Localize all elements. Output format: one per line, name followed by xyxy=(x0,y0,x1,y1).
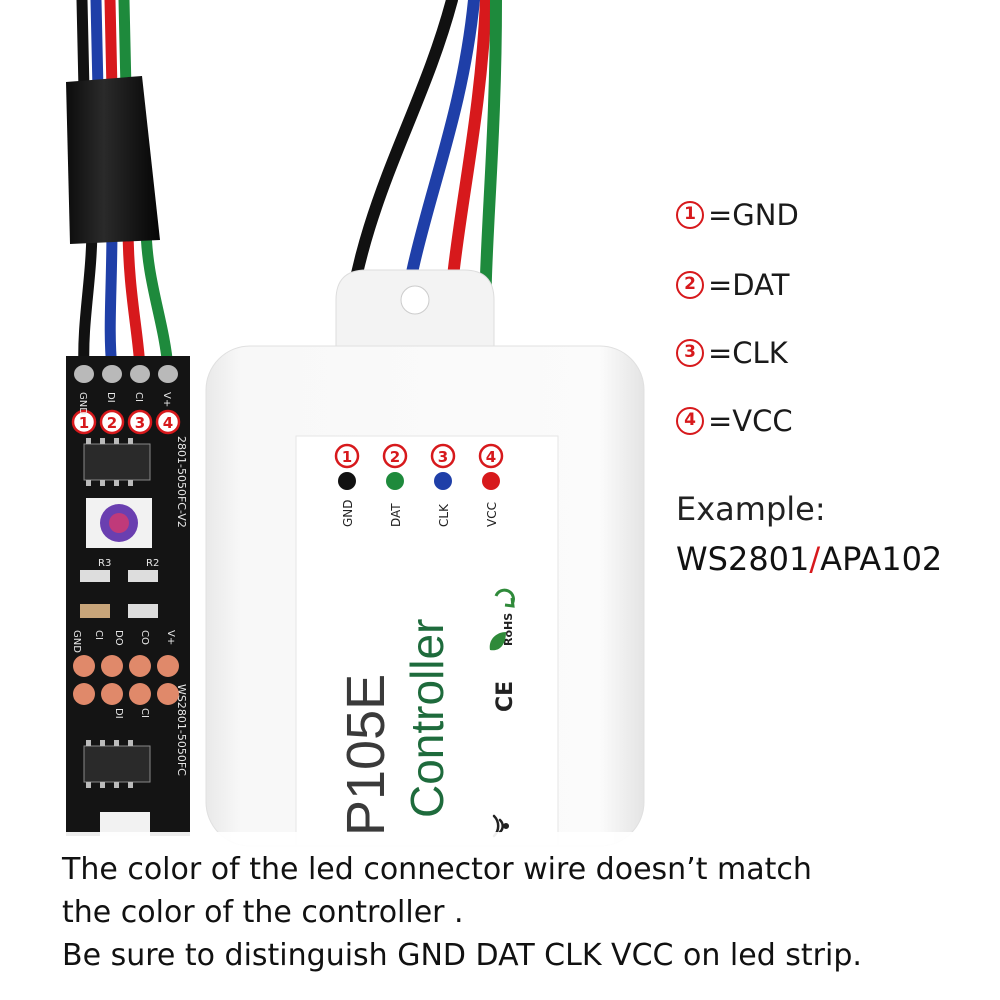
note-line-1: The color of the led connector wire does… xyxy=(62,852,812,887)
chip-apa102: APA102 xyxy=(820,540,943,578)
recycle-icon xyxy=(494,588,515,608)
copper-pads xyxy=(73,655,179,705)
strip-pin-label-di: DI xyxy=(105,392,116,403)
example-chips: WS2801/APA102 xyxy=(676,534,942,584)
strip-marker-1: 1 xyxy=(79,414,89,432)
ic-chip-bottom xyxy=(83,740,151,788)
rohs-leaf-icon xyxy=(489,632,506,651)
controller-marker-2: 2 xyxy=(390,448,400,466)
ic-chip-top xyxy=(83,438,151,486)
legend-row-gnd: 1=GND xyxy=(676,196,799,232)
controller-marker-1: 1 xyxy=(342,448,352,466)
note-line-3: Be sure to distinguish GND DAT CLK VCC o… xyxy=(62,938,862,973)
pad-label-do: DO xyxy=(113,630,124,646)
legend-label-vcc: =VCC xyxy=(708,404,793,438)
strip-marker-2: 2 xyxy=(107,414,117,432)
strip-pin-label-gnd: GND xyxy=(77,392,88,415)
legend-label-dat: =DAT xyxy=(708,268,790,302)
controller-model: P105E xyxy=(336,674,396,836)
controller-pin-markers: 1 2 3 4 xyxy=(334,443,504,469)
strip-wires xyxy=(76,0,174,374)
legend-num-2: 2 xyxy=(676,271,704,299)
pad-label-co: CO xyxy=(139,630,150,645)
controller-word: Controller xyxy=(401,619,453,818)
resistor-r3: R3 xyxy=(98,558,111,569)
controller-pin-dots xyxy=(338,472,500,490)
strip-pin-label-vplus: V+ xyxy=(161,392,172,407)
controller-pin-gnd: GND xyxy=(341,499,355,527)
controller-marker-4: 4 xyxy=(486,448,496,466)
led-5050 xyxy=(86,498,152,548)
pad-label-ci-2: CI xyxy=(139,708,150,718)
strip-marker-4: 4 xyxy=(163,414,173,432)
controller-pin-dat: DAT xyxy=(389,503,403,527)
legend-label-gnd: =GND xyxy=(708,198,799,232)
pad-label-vplus: V+ xyxy=(165,630,176,645)
strip-pin-markers: 1 2 3 4 xyxy=(71,409,181,435)
strip-marker-3: 3 xyxy=(135,414,145,432)
strip-silk-top: 2801-5050FC-V2 xyxy=(175,436,188,528)
example-block: Example: WS2801/APA102 xyxy=(676,484,942,584)
resistor-r2: R2 xyxy=(146,558,159,569)
controller-marker-3: 3 xyxy=(438,448,448,466)
legend-row-vcc: 4=VCC xyxy=(676,402,793,438)
legend-row-dat: 2=DAT xyxy=(676,266,789,302)
legend-num-3: 3 xyxy=(676,339,704,367)
pad-label-gnd: GND xyxy=(71,630,82,653)
pad-label-ci: CI xyxy=(93,630,104,640)
example-heading: Example: xyxy=(676,490,826,528)
controller-pin-clk: CLK xyxy=(437,503,451,527)
led-strip: 1 2 3 4 GND DI CI V+ 2801-5050FC-V2 WS28… xyxy=(66,356,190,836)
heat-shrink-tube xyxy=(66,76,160,244)
solder-joints xyxy=(74,365,178,383)
ce-mark: CE xyxy=(493,681,518,712)
legend-num-4: 4 xyxy=(676,407,704,435)
strip-silk-bottom: WS2801-5050FC xyxy=(175,684,188,776)
controller-box xyxy=(205,269,645,847)
wiring-note: The color of the led connector wire does… xyxy=(62,848,982,977)
legend-row-clk: 3=CLK xyxy=(676,334,788,370)
legend-num-1: 1 xyxy=(676,201,704,229)
chip-separator: / xyxy=(809,540,821,578)
legend-label-clk: =CLK xyxy=(708,336,788,370)
chip-ws2801: WS2801 xyxy=(676,540,810,578)
pad-label-di: DI xyxy=(113,708,124,719)
strip-pin-label-ci: CI xyxy=(133,392,144,402)
controller-pin-vcc: VCC xyxy=(485,502,499,527)
note-line-2: the color of the controller . xyxy=(62,895,464,930)
